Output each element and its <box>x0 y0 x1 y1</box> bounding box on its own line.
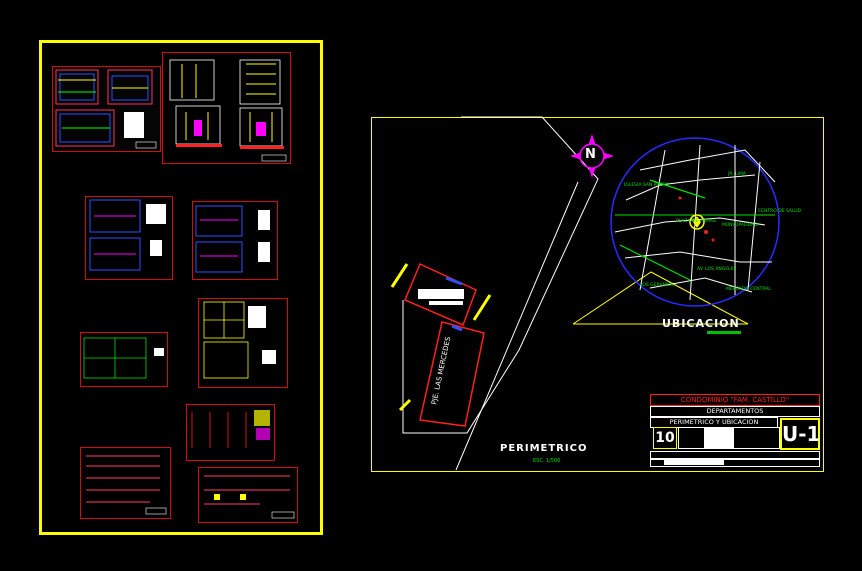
svg-text:PLAZA DE ARMAS: PLAZA DE ARMAS <box>676 218 716 224</box>
svg-text:LOS GERANIOS: LOS GERANIOS <box>640 282 674 288</box>
title-block: CONDOMINIO "FAM. CASTILLO" DEPARTAMENTOS… <box>650 394 820 468</box>
project-type: DEPARTAMENTOS <box>650 406 820 417</box>
project-name: CONDOMINIO "FAM. CASTILLO" <box>650 394 820 406</box>
title-footer-fill <box>664 460 724 465</box>
title-footer-row-1 <box>650 451 820 459</box>
thumb-sheet-installations-1[interactable] <box>80 447 171 519</box>
svg-text:MERCADO CENTRAL: MERCADO CENTRAL <box>726 286 771 292</box>
main-sheet-frame <box>371 117 824 472</box>
sheet-number: 10 <box>653 427 677 449</box>
svg-text:CENTRO DE SALUD: CENTRO DE SALUD <box>758 208 802 214</box>
thumb-sheet-elevations[interactable] <box>162 52 291 164</box>
svg-text:IGLESIA SAN PEDRO: IGLESIA SAN PEDRO <box>624 182 670 188</box>
svg-text:MUNICIPALIDAD: MUNICIPALIDAD <box>722 222 758 228</box>
title-info-box <box>678 427 780 449</box>
thumb-sheet-roof[interactable] <box>80 332 168 387</box>
sheet-layout-frame <box>39 40 323 535</box>
svg-text:AV. LOS ANGELES: AV. LOS ANGELES <box>697 266 736 272</box>
location-title: UBICACION <box>662 317 740 330</box>
thumb-sheet-details[interactable] <box>186 404 275 461</box>
perimeter-title: PERIMETRICO <box>500 443 588 454</box>
svg-text:JR. LIMA: JR. LIMA <box>727 171 747 177</box>
svg-text:PJE. LAS MERCEDES: PJE. LAS MERCEDES <box>430 336 452 406</box>
thumb-sheet-plans-2[interactable] <box>85 196 173 280</box>
thumb-sheet-plans-3[interactable] <box>192 201 278 280</box>
location-underline <box>707 331 741 334</box>
sheet-code: U-1 <box>780 418 820 450</box>
north-letter: N <box>585 147 596 162</box>
title-footer-row-2 <box>650 459 820 467</box>
title-redacted-block <box>704 428 734 448</box>
scale-note: ESC. 1/500 <box>533 458 561 464</box>
north-arrow-icon <box>579 143 605 169</box>
thumb-sheet-installations-2[interactable] <box>198 467 298 523</box>
thumb-sheet-structure[interactable] <box>198 298 288 388</box>
